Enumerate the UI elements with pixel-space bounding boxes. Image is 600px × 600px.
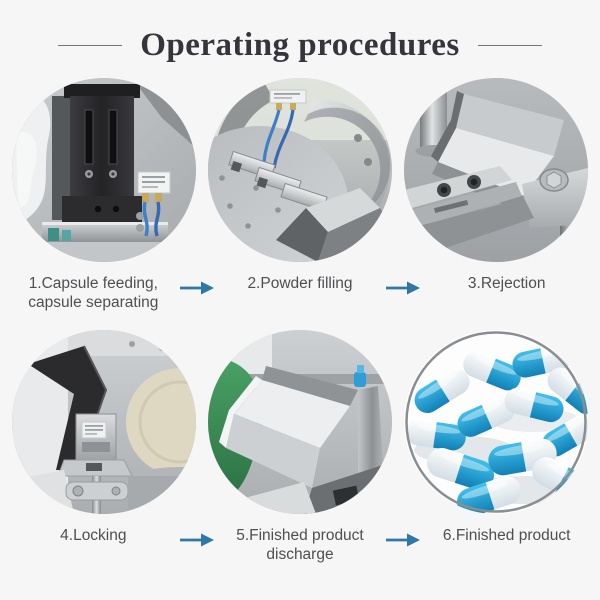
- arrow-right-icon: [386, 281, 421, 295]
- step-6-photo: [404, 329, 588, 514]
- step-1-caption: 1.Capsule feeding, capsule separating: [28, 275, 159, 311]
- capsule-feeding-illustration: [12, 78, 196, 262]
- step-2-caption: 2.Powder filling: [247, 275, 353, 292]
- step-4-caption: 4.Locking: [60, 526, 127, 544]
- caption-row-2: 4.Locking 5.Finished product discharge 6…: [0, 527, 600, 565]
- step-4-photo: [12, 329, 196, 514]
- arrow-right-icon: [179, 533, 214, 547]
- step-3-photo: [404, 78, 588, 262]
- title-rule-right: [477, 44, 542, 46]
- rejection-illustration: [404, 78, 588, 262]
- photo-row-1: [0, 78, 600, 262]
- step-6-caption: 6.Finished product: [442, 526, 571, 544]
- title-row: Operating procedures: [0, 0, 600, 68]
- arrow-right-icon: [179, 281, 214, 295]
- step-5-photo: [208, 329, 392, 514]
- page-title: Operating procedures: [140, 26, 460, 63]
- step-1-photo: [12, 78, 196, 262]
- powder-filling-illustration: [208, 78, 392, 262]
- step-3-caption: 3.Rejection: [467, 275, 546, 292]
- photo-row-2: [0, 329, 600, 514]
- capsules-illustration: [404, 329, 588, 514]
- arrow-right-icon: [386, 533, 421, 547]
- title-rule-left: [58, 44, 123, 46]
- locking-illustration: [12, 329, 196, 514]
- discharge-chute-illustration: [208, 329, 392, 514]
- caption-row-1: 1.Capsule feeding, capsule separating 2.…: [0, 275, 600, 313]
- step-2-photo: [208, 78, 392, 262]
- step-5-caption: 5.Finished product discharge: [236, 526, 364, 563]
